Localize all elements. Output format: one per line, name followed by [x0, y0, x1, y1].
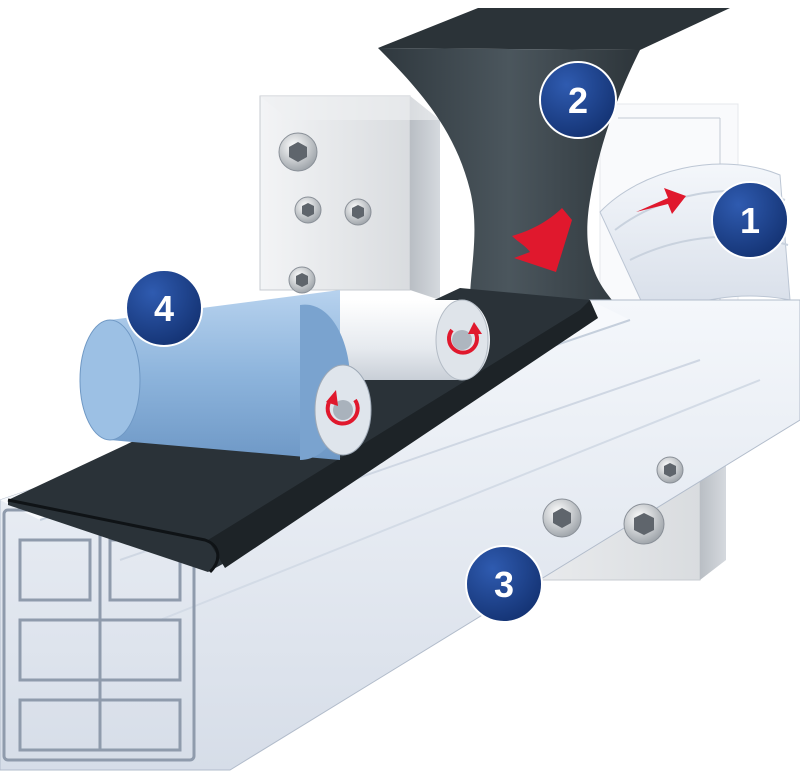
front-blue-roller	[79, 290, 372, 460]
curved-arrow-icon	[512, 188, 686, 272]
left-mounting-plate	[259, 95, 440, 300]
callout-badge-3: 3	[465, 545, 543, 623]
callout-badge-1: 1	[711, 181, 789, 259]
callout-badge-4: 4	[125, 269, 203, 347]
callout-number: 3	[494, 564, 514, 605]
callout-number: 4	[154, 288, 174, 329]
hex-socket-screw-icon	[278, 132, 684, 545]
callout-number: 2	[568, 80, 588, 121]
callout-badge-2: 2	[539, 61, 617, 139]
callout-number: 1	[740, 200, 760, 241]
